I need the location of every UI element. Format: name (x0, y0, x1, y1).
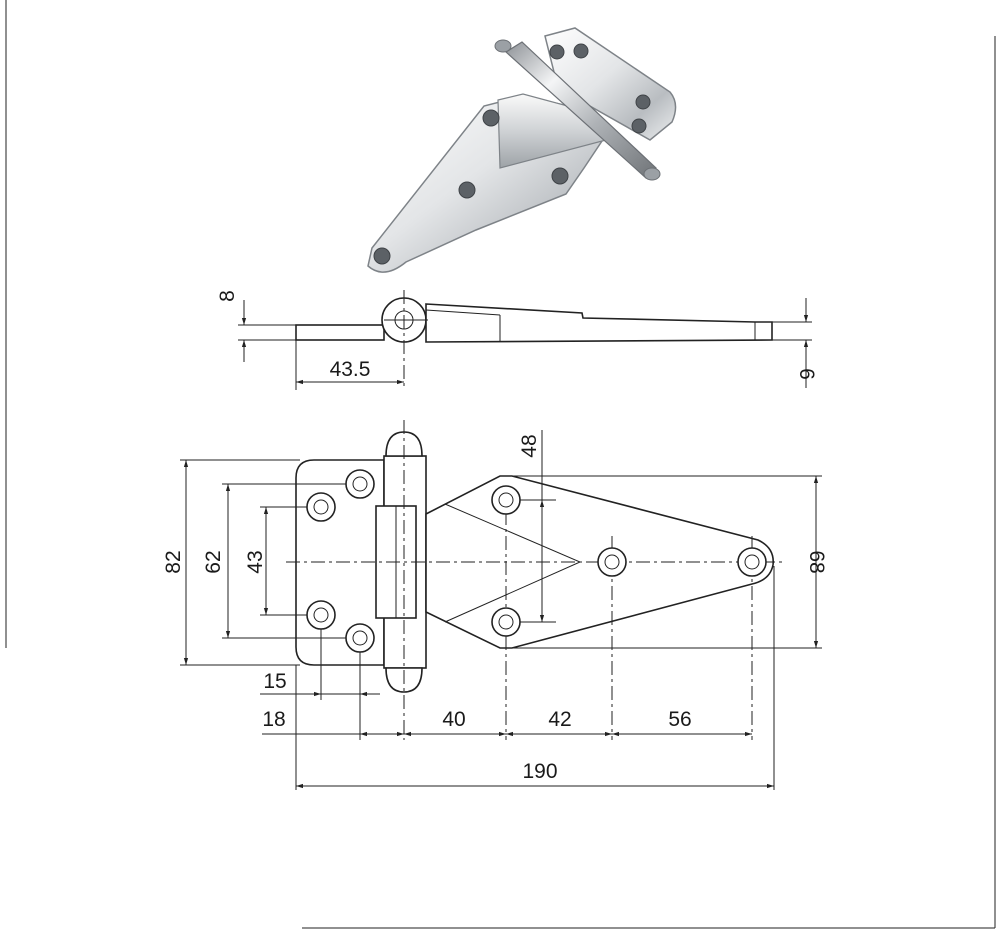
hinge-top-view: 82 62 43 48 68 15 18 (162, 420, 828, 790)
hole-square-bottom-left (306, 600, 336, 630)
hole-v-top (491, 485, 521, 515)
side-left-leaf (295, 324, 385, 341)
hinge-product-photo (367, 27, 677, 273)
dim-v-hole-span: 48 (518, 434, 541, 457)
hole-square-top-right (345, 469, 375, 499)
dim-hole-span-outer: 62 (202, 550, 225, 573)
dim-long-leaf-height: 68 (805, 550, 828, 573)
dim-hole-edge-offset: 15 (263, 670, 286, 693)
dim-overall-length: 190 (522, 760, 557, 783)
dim-leaf-offset: 43.5 (330, 358, 371, 381)
hole-v-bottom (491, 607, 521, 637)
dim-pin-height: 8 (216, 290, 239, 302)
dim-plate-thickness: 6 (795, 368, 818, 380)
hole-end (737, 547, 767, 577)
dim-leaf-edge-offset: 18 (262, 708, 285, 731)
hole-square-top-left (306, 492, 336, 522)
hole-mid (597, 547, 627, 577)
dim-overall-height: 82 (162, 550, 185, 573)
hinge-side-view: 8 43.5 6 (216, 290, 818, 390)
dim-v-hole-to-mid-hole: 42 (548, 708, 571, 731)
hole-square-bottom-right (345, 623, 375, 653)
side-long-leaf (425, 303, 773, 343)
dim-mid-hole-to-end-hole: 56 (668, 708, 691, 731)
dim-pin-to-v-hole: 40 (442, 708, 465, 731)
dim-hole-span-inner: 43 (244, 550, 267, 573)
